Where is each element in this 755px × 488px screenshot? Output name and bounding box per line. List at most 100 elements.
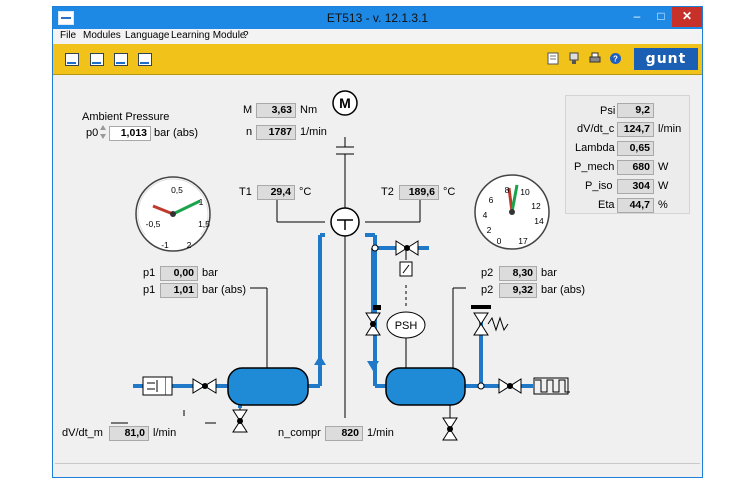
menu-bar: File Modules Language Learning Module ? <box>53 29 702 44</box>
help-icon[interactable]: ? <box>609 52 621 65</box>
torque-value: 3,63 <box>256 103 296 118</box>
gauge-left-tick: -0,5 <box>146 219 161 229</box>
printer-icon[interactable] <box>589 52 601 65</box>
p2-abs-unit: bar (abs) <box>541 284 586 296</box>
gunt-logo: gunt <box>634 48 698 70</box>
torque-label: M <box>243 104 253 116</box>
document-icon[interactable] <box>547 52 559 65</box>
piso-label: P_iso <box>585 180 613 192</box>
gauge-right-tick: 17 <box>518 236 528 246</box>
p2-value: 8,30 <box>499 266 537 281</box>
gauge-left-tick: -1 <box>161 240 169 250</box>
menu-learning-module[interactable]: Learning Module <box>171 30 246 41</box>
piso-value: 304 <box>617 179 654 194</box>
gauge-right-tick: 14 <box>534 216 544 226</box>
title-bar[interactable]: ET513 - v. 12.1.3.1 – □ ✕ <box>53 7 702 29</box>
ncompr-unit: 1/min <box>367 427 394 439</box>
tank-right <box>385 367 466 406</box>
gauge-right-tick: 12 <box>531 201 541 211</box>
p1-abs-value: 1,01 <box>160 283 198 298</box>
edit-icon[interactable] <box>90 53 104 66</box>
lamp-icon[interactable] <box>568 52 580 65</box>
gauge-left <box>135 176 211 252</box>
t2-value: 189,6 <box>399 185 439 200</box>
gauge-right-tick: 10 <box>520 187 530 197</box>
close-button[interactable]: ✕ <box>672 7 702 27</box>
gauge-right <box>474 174 550 250</box>
speed-label: n <box>246 126 253 138</box>
chart-icon[interactable] <box>138 53 152 66</box>
t1-label: T1 <box>239 186 252 198</box>
p2-label: p2 <box>481 267 494 279</box>
lambda-value: 0,65 <box>617 141 654 156</box>
eta-value: 44,7 <box>617 198 654 213</box>
menu-help[interactable]: ? <box>243 30 249 41</box>
status-bar <box>55 463 700 477</box>
ncompr-label: n_compr <box>278 427 321 439</box>
speed-value: 1787 <box>256 125 296 140</box>
p0-input[interactable]: 1,013 <box>109 126 151 141</box>
app-icon[interactable] <box>58 11 74 25</box>
p2-abs-label: p2 <box>481 284 494 296</box>
gauge-right-tick: 2 <box>487 225 492 235</box>
gauge-left-tick: 0,5 <box>171 185 183 195</box>
gauge-right-tick: 0 <box>497 236 502 246</box>
schematic-drawing: M PSH <box>111 90 570 441</box>
menu-language[interactable]: Language <box>125 30 170 41</box>
t2-label: T2 <box>381 186 394 198</box>
gauge-left-tick: 2 <box>187 240 192 250</box>
p1-unit: bar <box>202 267 218 279</box>
p1-abs-label: p1 <box>143 284 156 296</box>
pmech-label: P_mech <box>574 161 615 173</box>
gauge-right-tick: 4 <box>483 210 488 220</box>
diagram-icon[interactable] <box>114 53 128 66</box>
speed-unit: 1/min <box>300 126 327 138</box>
minimize-button[interactable]: – <box>633 9 641 23</box>
t1-unit: °C <box>299 186 312 198</box>
flow-c-label: dV/dt_c <box>577 123 615 135</box>
p1-abs-unit: bar (abs) <box>202 284 247 296</box>
gauge-left-tick: 1 <box>199 197 204 207</box>
flow-m-unit: l/min <box>153 427 177 439</box>
psh-switch <box>386 311 426 339</box>
pmech-value: 680 <box>617 160 654 175</box>
svg-text:PSH: PSH <box>395 320 418 332</box>
application-window: ET513 - v. 12.1.3.1 – □ ✕ File Modules L… <box>52 6 703 478</box>
psi-value: 9,2 <box>617 103 654 118</box>
ambient-pressure-title: Ambient Pressure <box>82 111 170 123</box>
window-title: ET513 - v. 12.1.3.1 <box>326 11 429 25</box>
p1-value: 0,00 <box>160 266 198 281</box>
p2-abs-value: 9,32 <box>499 283 537 298</box>
lambda-label: Lambda <box>575 142 615 154</box>
flow-m-label: dV/dt_m <box>62 427 103 439</box>
eta-unit: % <box>658 199 668 211</box>
toolbar: ? <box>53 44 702 75</box>
ncompr-value: 820 <box>325 426 363 441</box>
spinner-icon[interactable] <box>99 124 107 140</box>
eta-label: Eta <box>598 199 615 211</box>
gauge-left-tick: 1,5 <box>198 219 210 229</box>
flow-c-unit: l/min <box>658 123 682 135</box>
t2-unit: °C <box>443 186 456 198</box>
overview-icon[interactable] <box>65 53 79 66</box>
pmech-unit: W <box>658 161 669 173</box>
p0-label: p0 <box>86 127 99 139</box>
flow-m-value: 81,0 <box>109 426 149 441</box>
menu-modules[interactable]: Modules <box>83 30 121 41</box>
p2-unit: bar <box>541 267 557 279</box>
piso-unit: W <box>658 180 669 192</box>
maximize-button[interactable]: □ <box>657 9 665 23</box>
process-schematic: M PSH <box>53 75 702 462</box>
psi-label: Psi <box>600 105 616 117</box>
svg-text:?: ? <box>613 55 618 64</box>
menu-file[interactable]: File <box>60 30 77 41</box>
gauge-right-tick: 8 <box>505 185 510 195</box>
tank-left <box>227 367 309 406</box>
t1-value: 29,4 <box>257 185 295 200</box>
svg-text:M: M <box>339 95 351 111</box>
torque-unit: Nm <box>300 104 318 116</box>
p0-unit: bar (abs) <box>154 127 199 139</box>
flow-c-value: 124,7 <box>617 122 654 137</box>
gauge-right-tick: 6 <box>489 195 494 205</box>
motor-symbol <box>332 90 358 116</box>
